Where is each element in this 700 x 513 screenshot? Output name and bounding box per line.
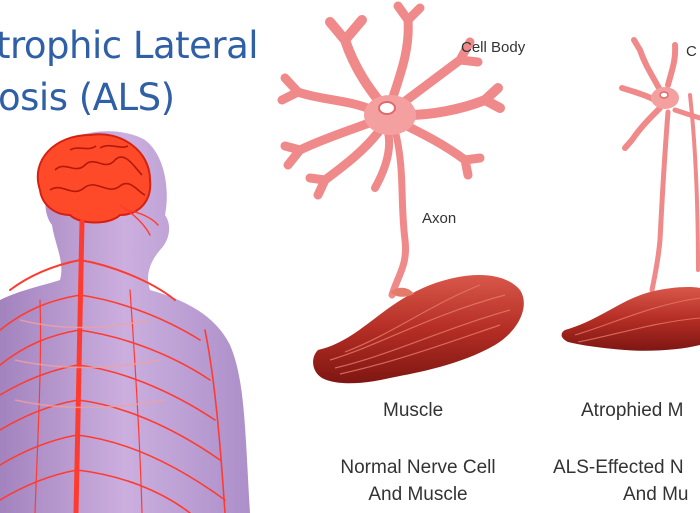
normal-nucleus xyxy=(378,101,396,115)
axon-label: Axon xyxy=(422,210,457,227)
als-neuron xyxy=(619,37,700,293)
atrophied-muscle xyxy=(561,287,700,351)
normal-muscle xyxy=(313,274,524,384)
atrophied-muscle-label: Atrophied M xyxy=(581,400,684,421)
normal-caption-line-2: And Muscle xyxy=(368,484,468,505)
als-caption-line-1: ALS-Effected N xyxy=(553,457,684,478)
human-body-figure xyxy=(0,131,250,513)
als-nerve-caption: ALS-Effected N And Mu xyxy=(553,454,700,508)
body-silhouette xyxy=(0,131,250,513)
normal-neuron xyxy=(277,1,505,299)
muscle-label: Muscle xyxy=(383,400,444,421)
als-caption-line-2: And Mu xyxy=(623,484,689,505)
cell-body-label: Cell Body xyxy=(461,39,526,56)
cell-body-label-cropped: C xyxy=(686,43,697,60)
normal-nerve-caption: Normal Nerve Cell And Muscle xyxy=(318,454,518,508)
normal-caption-line-1: Normal Nerve Cell xyxy=(340,457,496,478)
title-line-2: osis (ALS) xyxy=(0,76,175,119)
title-line-1: trophic Lateral xyxy=(0,24,259,67)
normal-cell-body xyxy=(364,95,416,135)
